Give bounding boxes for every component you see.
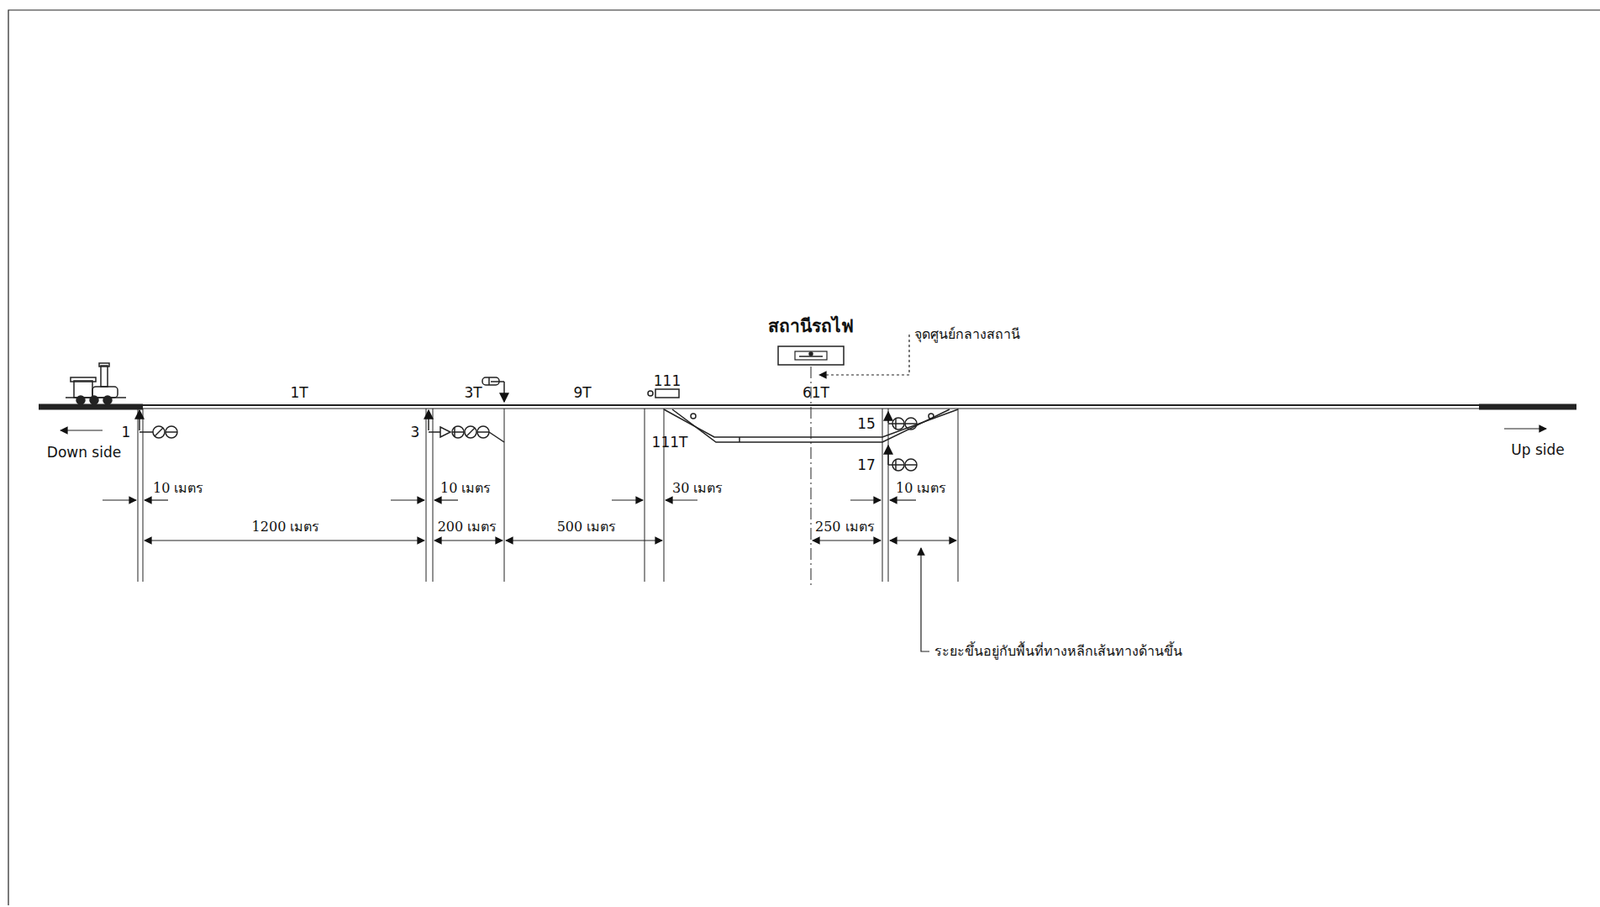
station-title: สถานีรถไฟ xyxy=(768,311,854,340)
callout-note: จุดศูนย์กลางสถานี xyxy=(914,326,1021,343)
signal-number: 3 xyxy=(410,424,421,441)
track-circuit: 9T xyxy=(573,384,591,401)
direction-label: Down side xyxy=(47,444,122,461)
track-circuit: 111T xyxy=(652,434,689,451)
dimension-text: 10 เมตร xyxy=(440,480,491,496)
track-circuit: 3T xyxy=(463,384,482,401)
track-circuit: 61T xyxy=(802,384,830,401)
signal-number: 111 xyxy=(653,373,681,390)
direction-label: Up side xyxy=(1510,442,1564,458)
station-node: สถานีรถไฟ xyxy=(768,311,854,340)
callout-note: ระยะขึ้นอยู่กับพื้นที่ทางหลีกเส้นทางด้าน… xyxy=(934,643,1183,659)
dimension-text: 250 เมตร xyxy=(815,519,875,535)
signal-number: 17 xyxy=(857,457,876,474)
dimension-text: 200 เมตร xyxy=(437,519,498,535)
dimension-text: 1200 เมตร xyxy=(252,519,321,535)
signal-number: 15 xyxy=(857,415,876,432)
dimension-text: 10 เมตร xyxy=(895,480,947,496)
dimension-text: 500 เมตร xyxy=(557,519,617,535)
dimension-text: 10 เมตร xyxy=(152,480,204,496)
signal-number: 1 xyxy=(121,424,132,441)
dimension-text: 30 เมตร xyxy=(672,480,723,496)
track-circuit: 1T xyxy=(289,384,308,401)
